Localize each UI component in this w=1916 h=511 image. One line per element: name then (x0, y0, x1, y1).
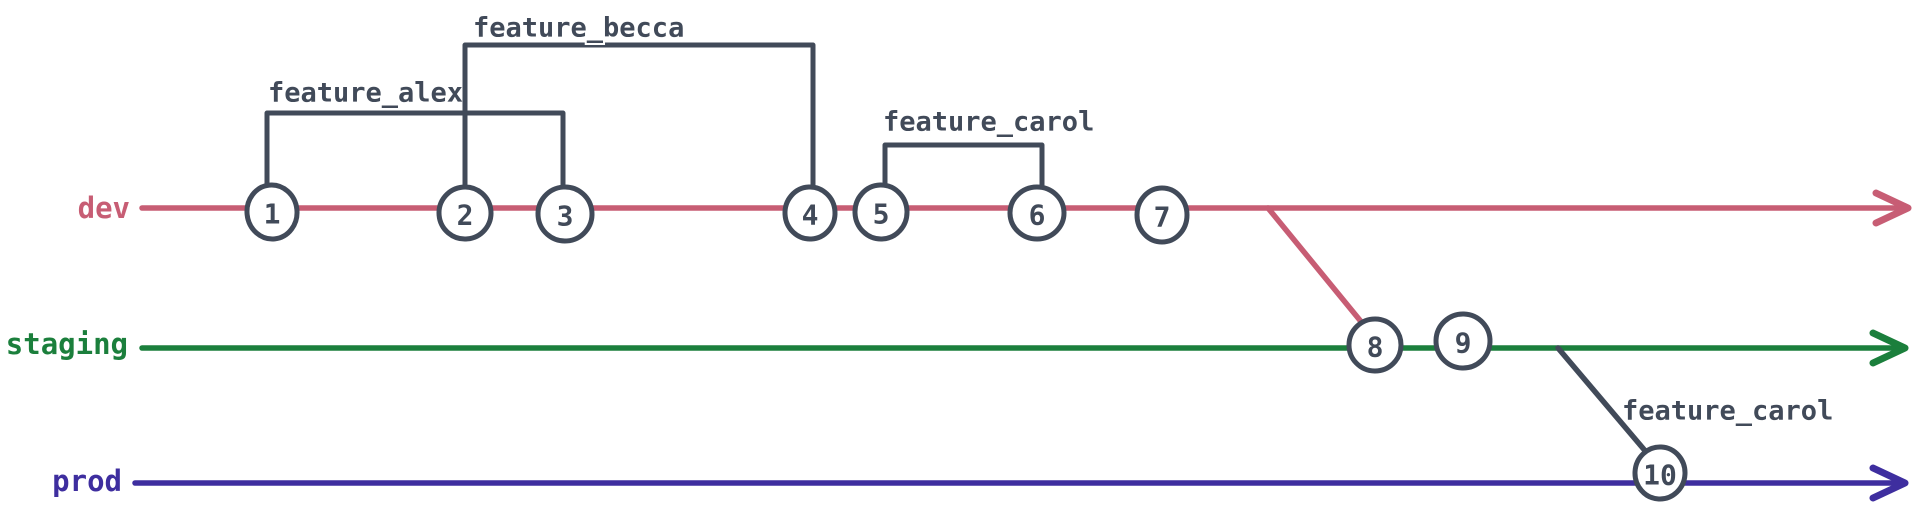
commit-node-1 (244, 182, 300, 242)
commit-node-9 (1433, 311, 1493, 371)
commit-number-1: 1 (264, 198, 281, 231)
commit-node-3 (535, 184, 595, 244)
commit-node-10 (1632, 444, 1688, 502)
commit-number-4: 4 (802, 199, 819, 232)
commit-node-6 (1007, 184, 1067, 242)
feature-bracket-feature_carol (882, 142, 1045, 191)
commit-number-5: 5 (873, 198, 890, 231)
commit-number-7: 7 (1154, 201, 1171, 234)
commit-number-8: 8 (1367, 331, 1384, 364)
feature-bracket-label-feature_alex: feature_alex (268, 78, 463, 109)
feature-bracket-feature_alex (264, 110, 566, 192)
commit-node-4 (782, 184, 838, 242)
commit-number-6: 6 (1029, 199, 1046, 232)
commit-node-7 (1134, 185, 1190, 245)
commit-number-10: 10 (1643, 459, 1677, 492)
arrowhead-staging-icon (1869, 329, 1909, 367)
commit-number-9: 9 (1455, 327, 1472, 360)
feature-bracket-label-feature_becca: feature_becca (473, 13, 684, 44)
commit-node-5 (852, 182, 910, 242)
branch-label-dev: dev (78, 191, 130, 225)
commit-number-2: 2 (457, 199, 474, 232)
arrowhead-dev-icon (1872, 189, 1912, 227)
feature-bracket-feature_becca (462, 42, 816, 191)
commit-node-2 (436, 184, 494, 242)
merge-edge-label-staging-to-10: feature_carol (1622, 396, 1833, 427)
merge-edge-dev-to-8 (1265, 205, 1366, 327)
merge-edge-staging-to-10 (1555, 345, 1650, 456)
feature-bracket-label-feature_carol: feature_carol (883, 107, 1094, 138)
branch-label-prod: prod (52, 464, 122, 498)
branch-label-staging: staging (6, 327, 128, 361)
commit-node-8 (1346, 316, 1404, 374)
commit-number-3: 3 (557, 200, 574, 233)
arrowhead-prod-icon (1869, 464, 1909, 502)
